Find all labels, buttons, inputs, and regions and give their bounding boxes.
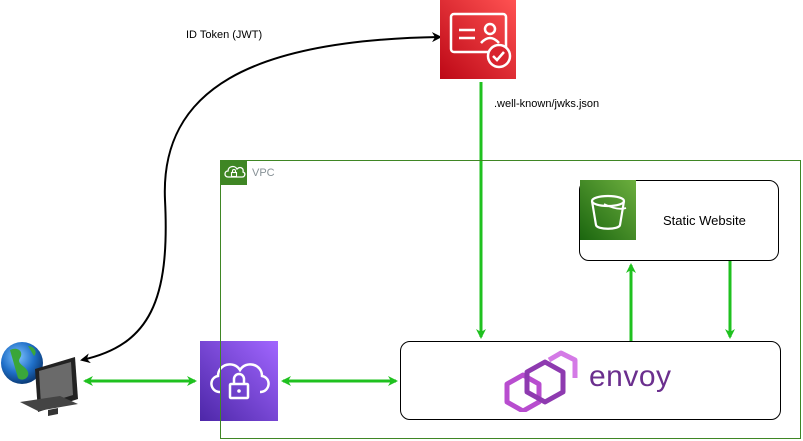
envoy-logo-icon: [504, 350, 578, 412]
cloud-lock-icon: [200, 341, 278, 421]
vpc-boundary: VPC: [220, 160, 801, 439]
jwks-label: .well-known/jwks.json: [494, 98, 600, 110]
cognito-identity-icon: [440, 0, 516, 79]
vpc-cloud-icon: [221, 161, 247, 185]
static-website-node: Static Website: [579, 180, 779, 261]
envoy-wordmark: envoy: [589, 360, 672, 393]
computer-globe-icon: [1, 342, 78, 416]
vpc-label: VPC: [252, 167, 275, 179]
envoy-proxy-node: envoy: [400, 341, 781, 420]
static-website-label: Static Website: [663, 213, 746, 228]
id-token-label: ID Token (JWT): [186, 29, 263, 41]
s3-bucket-icon: [580, 180, 636, 240]
id-token-arrow: [80, 32, 442, 364]
